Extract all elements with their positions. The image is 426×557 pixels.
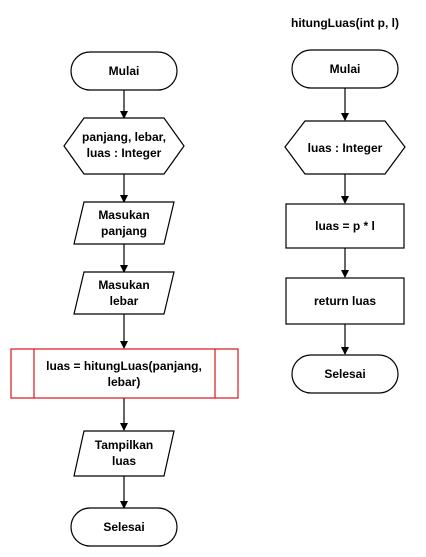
main-flowchart: Mulai panjang, lebar, luas : Integer Mas… xyxy=(10,51,239,547)
end-label: Selesai xyxy=(103,520,144,534)
input-panjang-line1: Masukan xyxy=(98,208,149,222)
fn-return-label: return luas xyxy=(314,294,376,308)
fn-end-terminator xyxy=(291,354,399,394)
fn-start-label: Mulai xyxy=(330,62,361,76)
call-function-line1: luas = hitungLuas(panjang, xyxy=(46,359,202,373)
fn-declare-preparation xyxy=(284,120,406,175)
call-function-line2: lebar) xyxy=(108,375,141,389)
input-lebar-line2: lebar xyxy=(110,294,139,308)
fn-return-process xyxy=(285,277,405,325)
declare-label-line1: panjang, lebar, xyxy=(82,130,166,144)
start-terminator xyxy=(70,51,178,91)
output-luas-line1: Tampilkan xyxy=(95,438,153,452)
output-luas-io xyxy=(73,430,175,477)
fn-end-label: Selesai xyxy=(324,367,365,381)
function-title: hitungLuas(int p, l) xyxy=(291,16,399,30)
declare-preparation xyxy=(63,117,185,175)
call-function-process xyxy=(10,348,239,399)
fn-declare-label: luas : Integer xyxy=(308,141,383,155)
fn-assign-label: luas = p * l xyxy=(315,219,375,233)
input-lebar-io xyxy=(73,271,175,315)
declare-label-line2: luas : Integer xyxy=(87,146,162,160)
start-label: Mulai xyxy=(109,64,140,78)
input-panjang-io xyxy=(73,201,175,245)
end-terminator xyxy=(70,507,178,547)
input-lebar-line1: Masukan xyxy=(98,278,149,292)
fn-start-terminator xyxy=(291,49,399,89)
fn-assign-process xyxy=(285,203,405,249)
function-flowchart: hitungLuas(int p, l) Mulai luas : Intege… xyxy=(284,16,406,394)
output-luas-line2: luas xyxy=(112,454,136,468)
input-panjang-line2: panjang xyxy=(101,224,147,238)
